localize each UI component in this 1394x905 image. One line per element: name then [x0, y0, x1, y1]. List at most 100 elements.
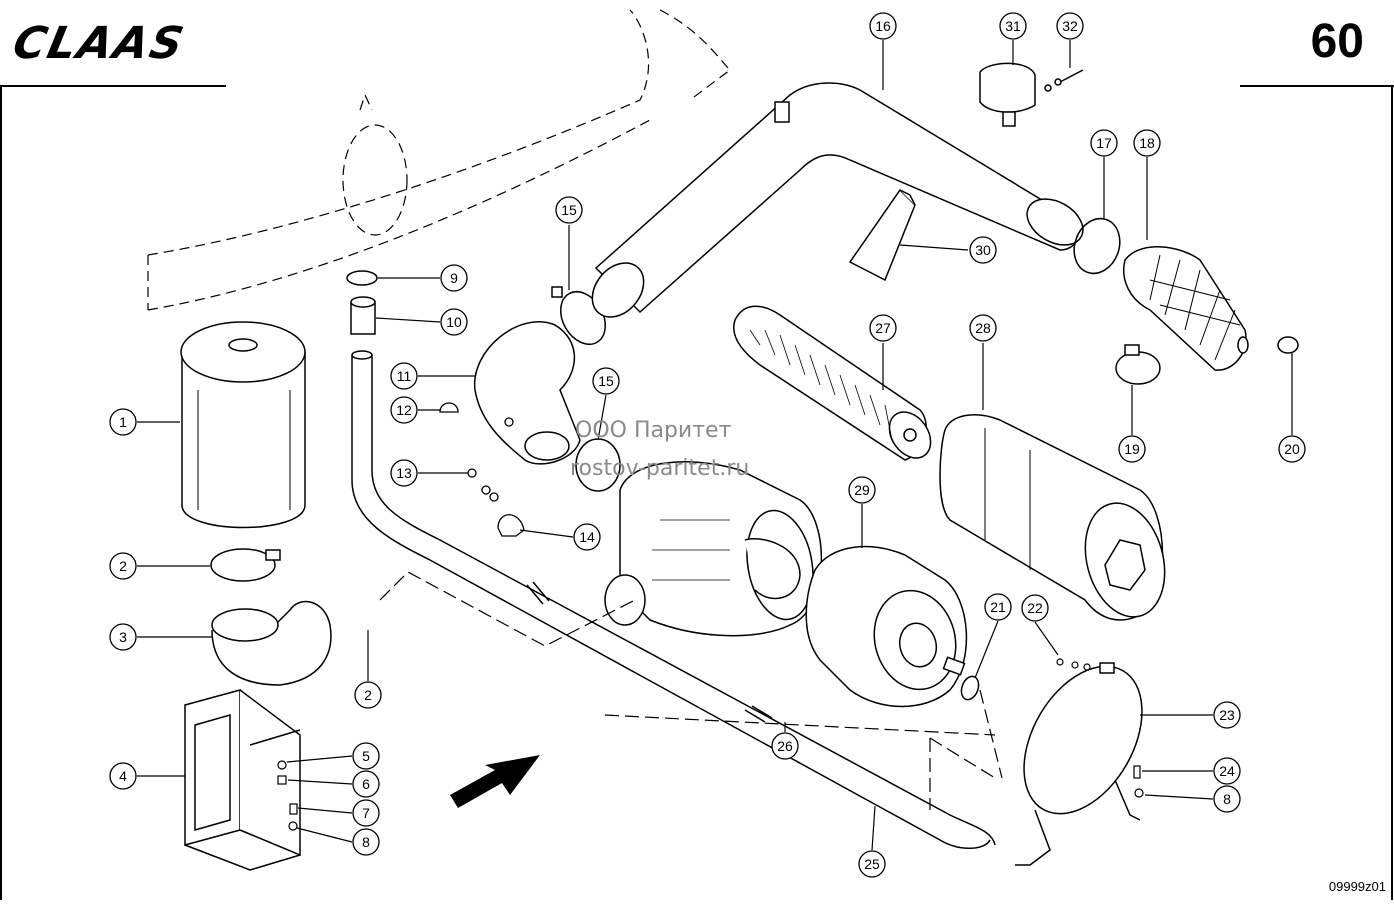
- callout-circle: [984, 593, 1012, 621]
- callout-c22: 22: [1021, 594, 1049, 622]
- leader-lines: [137, 40, 1293, 851]
- callout-c7: 7: [352, 799, 380, 827]
- callout-label: 22: [1027, 600, 1043, 616]
- small-clamp-and-hose: [346, 270, 378, 335]
- callout-c6: 6: [352, 770, 380, 798]
- callout-circle: [109, 762, 137, 790]
- callout-circle: [573, 523, 601, 551]
- callout-label: 20: [1284, 441, 1300, 457]
- muffler-outline: [147, 9, 731, 311]
- callout-label: 8: [362, 834, 370, 850]
- callout-c14: 14: [573, 523, 601, 551]
- filter-housing: [604, 461, 823, 637]
- callout-label: 5: [362, 748, 370, 764]
- callout-circle: [1278, 435, 1306, 463]
- callout-circle: [354, 681, 382, 709]
- callout-circle: [352, 742, 380, 770]
- hose-clamp-left: [210, 548, 281, 582]
- claas-logo: CLAAS: [8, 18, 190, 69]
- watermark-company: ООО Паритет: [575, 418, 732, 443]
- callout-label: 18: [1139, 135, 1155, 151]
- callout-circle: [390, 362, 418, 390]
- callout-c3: 3: [109, 623, 137, 651]
- callout-label: 32: [1062, 18, 1078, 34]
- callout-c19: 19: [1118, 435, 1146, 463]
- callout-circle: [1021, 594, 1049, 622]
- callout-label: 14: [579, 529, 595, 545]
- callout-circle: [869, 12, 897, 40]
- callout-label: 8: [1223, 791, 1231, 807]
- fasteners-right: [1056, 658, 1144, 798]
- callout-c24: 24: [1213, 757, 1241, 785]
- callout-c32: 32: [1056, 12, 1084, 40]
- callout-label: 25: [864, 856, 880, 872]
- callout-circle: [352, 799, 380, 827]
- callout-label: 31: [1005, 18, 1021, 34]
- small-parts-middle: [439, 402, 525, 537]
- secondary-filter-element: [939, 414, 1166, 621]
- callout-circle: [352, 828, 380, 856]
- callout-label: 2: [119, 558, 127, 574]
- callout-label: 1: [119, 414, 127, 430]
- callout-c17: 17: [1090, 129, 1118, 157]
- assembly-lines: [379, 571, 1003, 810]
- valve-ring: [960, 675, 980, 701]
- callout-label: 7: [362, 805, 370, 821]
- callout-c28: 28: [969, 314, 997, 342]
- callout-c12: 12: [390, 396, 418, 424]
- callout-circle: [440, 264, 468, 292]
- callout-label: 24: [1219, 763, 1235, 779]
- callout-c30: 30: [969, 236, 997, 264]
- callout-c20: 20: [1278, 435, 1306, 463]
- callout-label: 2: [364, 687, 372, 703]
- callout-circle: [1133, 129, 1161, 157]
- callout-label: 16: [875, 18, 891, 34]
- callout-label: 6: [362, 776, 370, 792]
- callout-c2b: 2: [354, 681, 382, 709]
- callout-label: 13: [396, 465, 412, 481]
- callout-circle: [969, 314, 997, 342]
- callout-c2a: 2: [109, 552, 137, 580]
- callout-circle: [352, 770, 380, 798]
- callout-c9: 9: [440, 264, 468, 292]
- callout-label: 11: [397, 368, 412, 384]
- direction-arrow-icon: [450, 755, 540, 808]
- pipe-bracket: [848, 188, 916, 282]
- callout-c25: 25: [858, 850, 886, 878]
- callout-c16: 16: [869, 12, 897, 40]
- callout-circle: [1118, 435, 1146, 463]
- callout-label: 23: [1219, 707, 1235, 723]
- callout-circle: [1213, 757, 1241, 785]
- callout-circle: [1090, 129, 1118, 157]
- callout-label: 15: [598, 373, 614, 389]
- callout-circle: [109, 552, 137, 580]
- rubber-elbow: [211, 600, 332, 686]
- frame: [0, 85, 1394, 900]
- callout-label: 4: [119, 768, 127, 784]
- fasteners-left: [277, 760, 298, 831]
- callout-c27: 27: [869, 314, 897, 342]
- callout-c15b: 15: [592, 367, 620, 395]
- callout-c8b: 8: [1213, 785, 1241, 813]
- callout-circle: [1213, 785, 1241, 813]
- callout-label: 3: [119, 629, 127, 645]
- primary-filter-element: [733, 305, 932, 461]
- callout-c18: 18: [1133, 129, 1161, 157]
- callout-label: 15: [561, 202, 577, 218]
- callout-c1: 1: [109, 408, 137, 436]
- callout-circle: [109, 408, 137, 436]
- clamps-19-20: [1115, 336, 1299, 385]
- pre-cleaner-drum: [180, 321, 306, 529]
- inlet-elbow: [474, 321, 581, 465]
- callout-c31: 31: [999, 12, 1027, 40]
- callout-c8a: 8: [352, 828, 380, 856]
- callout-label: 29: [854, 482, 870, 498]
- callout-circle: [848, 476, 876, 504]
- callout-circle: [109, 623, 137, 651]
- page-number: 60: [1310, 15, 1364, 68]
- callout-c29: 29: [848, 476, 876, 504]
- callout-label: 26: [777, 738, 793, 754]
